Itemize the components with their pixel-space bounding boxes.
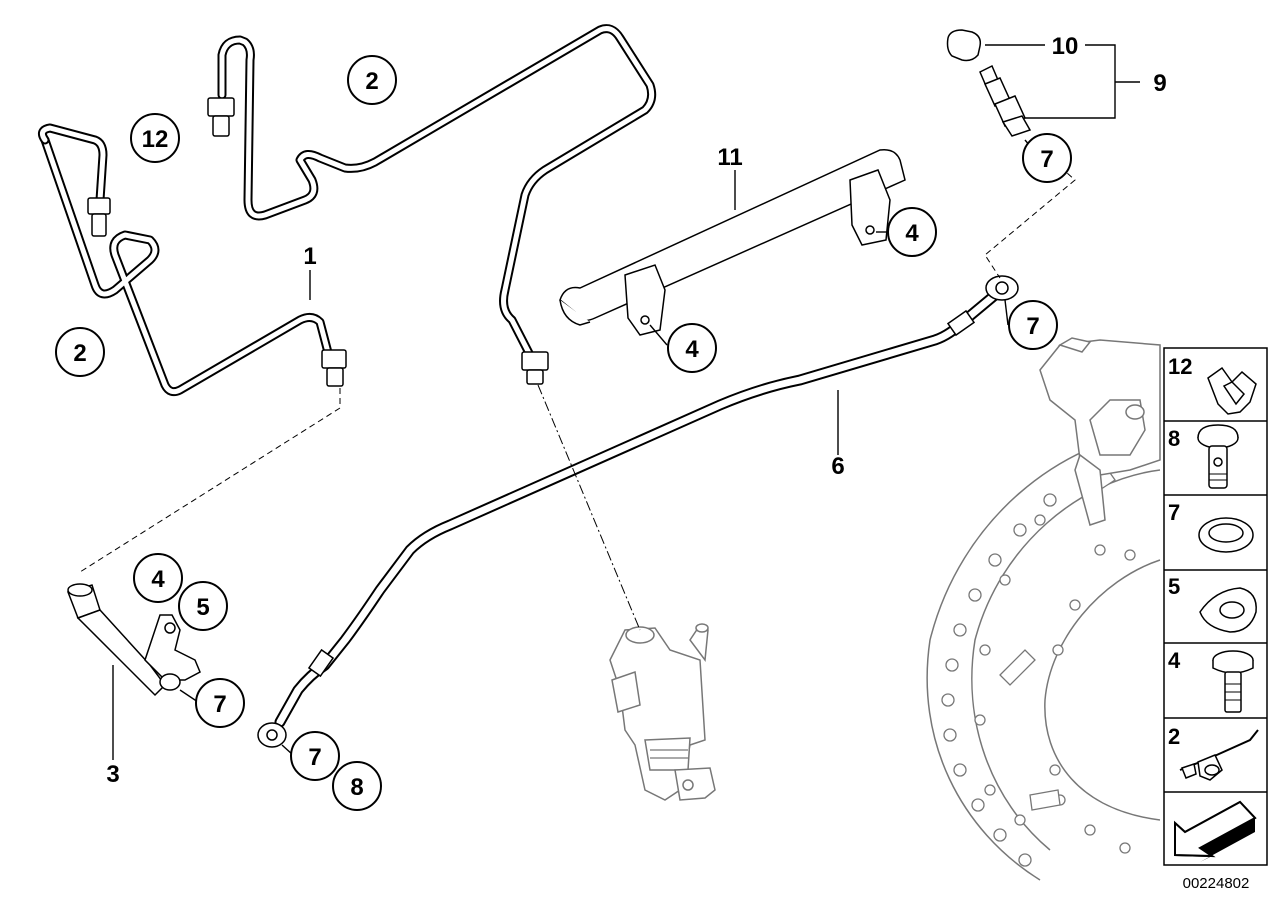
svg-text:4: 4 [151,566,165,593]
brake-pipe-2 [207,24,657,385]
brake-hose-6 [257,275,1019,748]
direction-arrow-icon [1174,800,1257,862]
grommet-icon [1199,587,1257,633]
svg-text:2: 2 [365,68,378,95]
svg-text:7: 7 [213,691,226,718]
legend-number: 7 [1168,500,1180,525]
label-6: 6 [831,453,844,480]
callout-7-hose-top: 7 [1008,300,1058,350]
bleeder-valve [946,29,1032,137]
svg-text:4: 4 [685,336,699,363]
screw-icon [1212,650,1254,713]
cable-clip-icon [1179,729,1259,781]
brake-pipe-1 [37,123,347,397]
brake-line-3 [67,583,201,697]
svg-text:7: 7 [1040,146,1053,173]
callout-12: 12 [130,113,180,163]
callout-7-bleeder: 7 [1022,133,1072,183]
legend-number: 4 [1168,648,1181,673]
label-11: 11 [717,144,742,171]
label-10: 10 [1052,33,1079,60]
label-9: 9 [1153,70,1166,97]
legend-number: 12 [1168,354,1192,379]
callout-8: 8 [332,761,382,811]
callout-4-bracket-left: 4 [667,323,717,373]
callout-5: 5 [178,581,228,631]
legend-number: 5 [1168,574,1180,599]
legend-number: 2 [1168,724,1180,749]
label-3: 3 [106,761,119,788]
svg-text:12: 12 [142,126,169,153]
brake-caliper [1039,337,1161,526]
svg-text:4: 4 [905,220,919,247]
clip-icon [1207,366,1257,415]
parts-legend: 12 8 7 5 4 [1163,347,1268,866]
legend-number: 8 [1168,426,1180,451]
bracket-11 [559,148,906,336]
svg-text:7: 7 [308,744,321,771]
svg-text:5: 5 [196,594,209,621]
callout-4-bracket-right: 4 [887,207,937,257]
brake-disc [926,429,1161,881]
callout-7-lower-left: 7 [195,678,245,728]
banjo-bolt-icon [1197,424,1239,489]
sealing-ring-icon [1198,517,1254,553]
callout-2-left: 2 [55,327,105,377]
label-1: 1 [303,243,316,270]
svg-text:8: 8 [350,774,363,801]
master-cylinder [609,623,716,801]
callout-7-lower: 7 [290,731,340,781]
svg-text:7: 7 [1026,313,1039,340]
callout-2-top: 2 [347,55,397,105]
svg-text:2: 2 [73,340,86,367]
document-number: 00224802 [1183,875,1250,892]
callout-4-lower: 4 [133,553,183,603]
